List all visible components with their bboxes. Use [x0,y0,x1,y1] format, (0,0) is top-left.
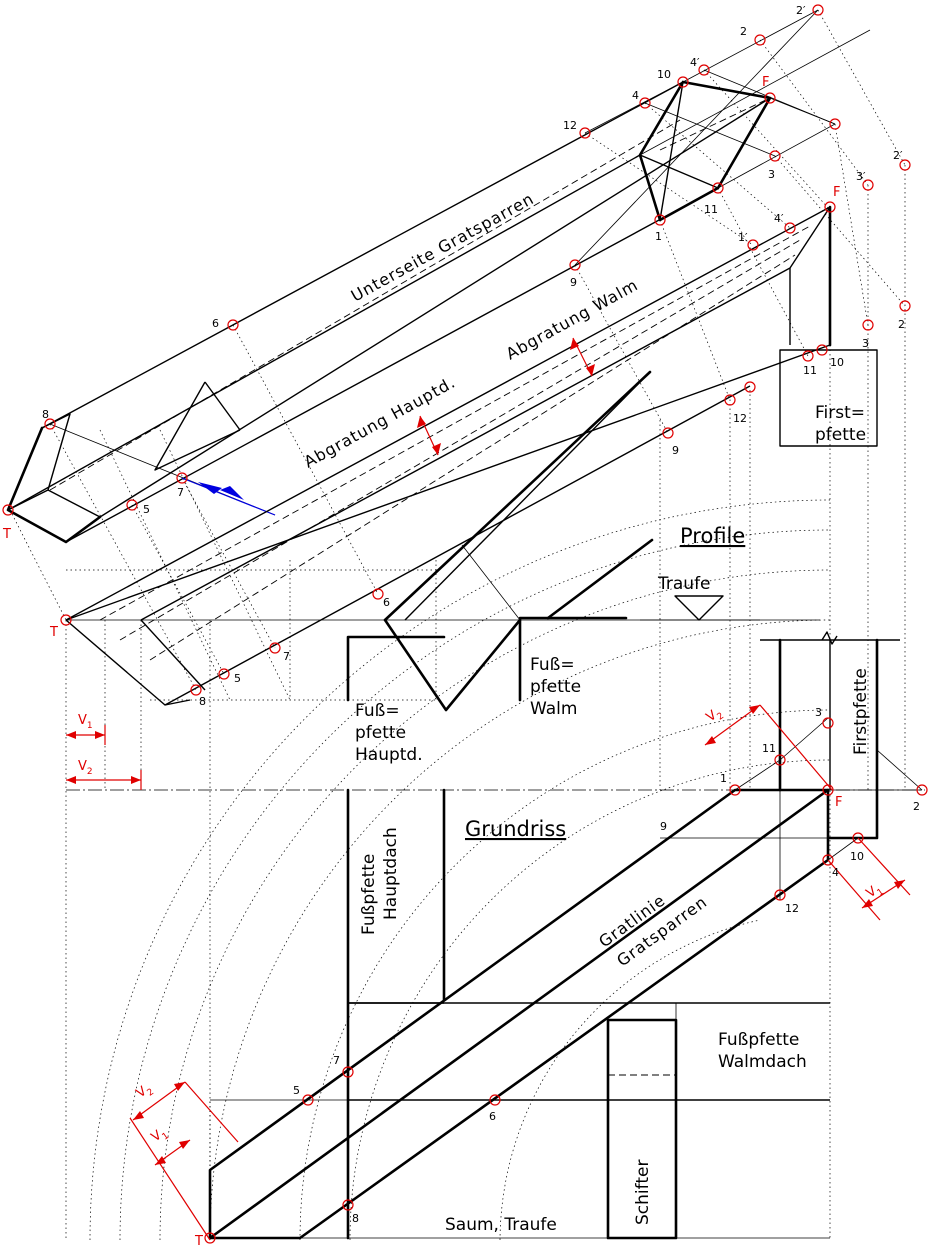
svg-text:T: T [2,527,11,542]
svg-text:10: 10 [850,850,864,863]
upper-rafter-profile [6,9,871,544]
svg-text:3: 3 [768,168,775,181]
label-fuss-walm-1: Fuß= [530,655,575,675]
label-fusspfette-hauptdach-2: Hauptdach [381,827,401,920]
svg-text:12: 12 [563,119,577,132]
heading-profile: Profile [680,524,745,548]
svg-text:F: F [833,185,840,200]
svg-text:7: 7 [283,650,290,663]
svg-text:5: 5 [234,672,241,685]
svg-text:V2: V2 [134,1081,156,1104]
label-firstpfette: Firstpfette [851,668,871,755]
svg-text:7: 7 [177,486,184,499]
label-traufe: Traufe [657,574,711,594]
heading-grundriss: Grundriss [465,817,566,841]
svg-text:V2: V2 [78,759,93,777]
svg-text:10: 10 [657,68,671,81]
svg-text:4: 4 [632,89,639,102]
svg-text:2: 2 [740,25,747,38]
svg-text:T: T [194,1234,203,1249]
construction-points [2,4,928,1244]
svg-text:3′: 3′ [856,170,866,183]
svg-text:5: 5 [293,1084,300,1097]
label-fusspfette-hauptdach-1: Fußpfette [359,854,379,935]
svg-text:1: 1 [655,230,662,243]
label-fusspfette-walmdach-1: Fußpfette [718,1030,799,1050]
svg-text:4′: 4′ [690,56,700,69]
drawing-labels: Unterseite Gratsparren Abgratung Walm Ab… [2,4,920,1249]
label-fuss-haupt-2: pfette [355,723,406,743]
label-fuss-haupt-3: Hauptd. [355,745,423,765]
svg-text:4′: 4′ [774,212,784,225]
label-saum-traufe: Saum, Traufe [445,1215,557,1235]
svg-text:V1: V1 [78,713,93,731]
svg-text:F: F [835,795,842,810]
svg-text:11: 11 [803,364,817,377]
svg-text:10: 10 [830,356,844,369]
svg-text:11: 11 [704,203,718,216]
svg-text:12: 12 [785,902,799,915]
svg-text:T: T [49,625,58,640]
dimension-marks [66,704,911,1241]
svg-text:9: 9 [660,820,667,833]
svg-text:2: 2 [913,800,920,813]
label-abgratung-hauptd: Abgratung Hauptd. [301,372,459,471]
label-fuss-walm-3: Walm [530,699,577,719]
svg-text:2′: 2′ [796,4,806,17]
svg-text:5: 5 [143,503,150,516]
svg-text:3: 3 [815,706,822,719]
label-first-2: pfette [815,425,866,445]
svg-text:6: 6 [489,1110,496,1123]
label-schifter: Schifter [633,1160,653,1225]
svg-text:11: 11 [762,742,776,755]
svg-text:V2: V2 [704,705,726,728]
foot-purlin-sections [346,370,654,712]
svg-text:7: 7 [333,1054,340,1067]
svg-text:8: 8 [42,408,49,421]
svg-text:9: 9 [570,276,577,289]
middle-abgratung-profile [65,205,878,706]
svg-text:8: 8 [199,695,206,708]
svg-text:3: 3 [862,337,869,350]
label-first-1: First= [815,403,865,423]
svg-text:9: 9 [672,444,679,457]
svg-text:1′: 1′ [738,231,748,244]
svg-text:1: 1 [720,772,727,785]
svg-text:6: 6 [383,596,390,609]
label-fuss-walm-2: pfette [530,677,581,697]
svg-text:2: 2 [898,318,905,331]
svg-text:12: 12 [733,412,747,425]
svg-text:6: 6 [212,317,219,330]
svg-text:V1: V1 [149,1125,171,1148]
plan-view [66,631,925,1240]
label-fuss-haupt-1: Fuß= [355,701,400,721]
label-fusspfette-walmdach-2: Walmdach [718,1052,807,1072]
svg-text:2′: 2′ [893,149,903,162]
svg-text:8: 8 [352,1212,359,1225]
svg-text:4: 4 [832,866,839,879]
svg-text:F: F [762,75,769,90]
